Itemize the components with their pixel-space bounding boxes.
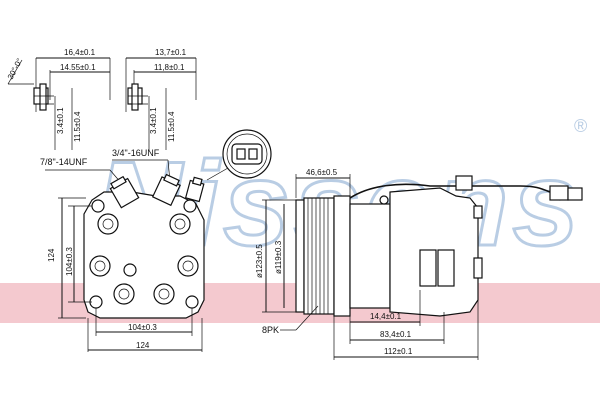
watermark-registered-mark: ®	[574, 116, 587, 136]
dim-front-width-inner: 104±0.3	[128, 323, 157, 332]
dim-left-height-b: 11.5±0.4	[73, 111, 82, 142]
dim-right-overall: 13,7±0.1	[155, 48, 187, 57]
label-fitting-discharge: 3/4"-16UNF	[112, 148, 160, 158]
dim-front-width-outer: 124	[136, 341, 150, 350]
dim-front-height-inner: 104±0.3	[65, 247, 74, 276]
dim-length-a: 14,4±0.1	[370, 312, 402, 321]
electrical-connector-face	[206, 129, 272, 181]
label-fitting-suction: 7/8"-14UNF	[40, 157, 88, 167]
connector-detail-right: 13,7±0.1 11,8±0.1 3.4±0.1 11.5±0.4	[125, 48, 197, 150]
dim-left-inner: 14.55±0.1	[60, 63, 96, 72]
label-belt: 8PK	[262, 325, 279, 335]
dim-hub-depth: 46,6±0.5	[306, 168, 338, 177]
front-view: 7/8"-14UNF 3/4"-16UNF 124 104±0.3	[40, 148, 205, 352]
side-view: 46,6±0.5 ø123±0.5 ø119±0.3 8PK 14,4±0.1 …	[255, 168, 583, 360]
dim-left-angle: 30°-0°	[6, 57, 24, 81]
dim-pulley-outer-dia: ø123±0.5	[255, 244, 264, 278]
dim-right-height-a: 3.4±0.1	[149, 107, 158, 134]
dim-length-b: 83,4±0.1	[380, 330, 412, 339]
dim-right-inner: 11,8±0.1	[154, 63, 185, 72]
connector-detail-left: 16,4±0.1 14.55±0.1 3.4±0.1 11.5±0.4 30°-…	[6, 48, 111, 150]
dim-pulley-inner-dia: ø119±0.3	[274, 240, 283, 274]
dim-right-height-b: 11.5±0.4	[167, 111, 176, 142]
dim-left-overall: 16,4±0.1	[64, 48, 96, 57]
dim-left-height-a: 3.4±0.1	[56, 107, 65, 134]
dim-front-height-outer: 124	[47, 248, 56, 262]
dim-length-c: 112±0.1	[384, 347, 413, 356]
